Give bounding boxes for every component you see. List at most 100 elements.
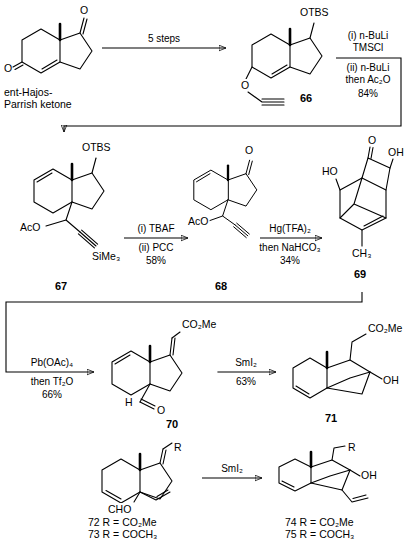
compound-structure: OHOOHCH₃69 [322,132,405,292]
compound-structure: CO₂MeH O70 [94,312,217,432]
reagent-label: 5 steps [104,33,224,45]
bond-line [140,399,155,409]
compound-structure: OTBSAcOSiMe₃67 [4,132,124,300]
bond-line [34,164,104,213]
bond-line [223,216,236,225]
reaction-arrow [124,237,188,238]
compound-number: 66 [300,92,312,104]
atom-label: SiMe₃ [92,250,120,262]
atom-label: R [174,441,182,453]
atom-label: 74 R = CO₂Me [285,516,354,528]
bond-line [22,24,92,73]
bond-line [311,460,350,490]
bond-line [311,470,350,483]
bond-line [368,147,373,159]
bond-line [106,491,121,500]
atom-label: CHO [108,503,131,515]
bond-line [272,65,287,74]
reaction-arrow [102,47,226,48]
condition-label: then NaHCO₃ [258,242,322,254]
atom-label: O [368,134,376,146]
atom-label: AcO [188,215,208,227]
condition-label: (ii) PCC [126,242,186,254]
atom-label: CO₂Me [368,322,402,334]
atom-label: OH [361,469,377,481]
bond-line [170,338,175,355]
atom-label: O [80,4,88,16]
bond-line [326,352,329,368]
bond-line [160,449,166,464]
compound-74-structure [279,446,368,502]
bond-line [279,459,311,491]
atom-label: O [241,79,249,91]
compound-number: 70 [166,418,178,430]
condition-label: 34% [258,255,322,267]
compound-number: 68 [215,280,227,292]
compound-structure: O Oent-Hajos- Parrish ketone [2,2,102,120]
bond-line [332,446,345,460]
bond-line [197,174,211,182]
bond-line [390,159,393,168]
reaction-arrow [6,292,362,372]
condition-label: (ii) n-BuLi then Ac₂O [338,62,398,86]
bond-line [282,481,294,487]
bond-line [364,216,383,226]
atom-label: HO [322,165,338,177]
condition-label: then Tf₂O [12,376,92,388]
compound-structure: ROH74 R = CO₂Me75 R = COCH₃ [262,440,402,541]
bond-line [115,355,130,364]
condition-label: 84% [338,88,398,100]
condition-label: 63% [218,376,274,388]
bond-line [246,67,252,79]
reagent-label: SmI₂ [204,463,260,475]
bond-line [340,178,386,230]
compound-70-structure [112,332,182,409]
reaction-arrow [217,371,276,372]
atom-label: R [348,441,356,453]
atom-label: 73 R = COCH₃ [88,528,157,540]
hajos-parrish-structure [13,18,92,73]
bond-line [140,490,170,500]
bond-line [350,334,366,360]
compound-66-structure [246,23,322,79]
bond-line [234,223,250,237]
bond-line [78,230,97,248]
bond-line [342,490,368,502]
bond-line [248,92,284,105]
atom-label: O [157,404,165,416]
bond-line [134,492,140,502]
compound-number: 71 [325,412,337,424]
bond-line [252,29,322,78]
condition-label: 66% [12,389,92,401]
reagent-label: SmI₂ [218,357,274,369]
bond-line [296,386,309,394]
condition-label: 58% [126,255,186,267]
bond-line [293,358,327,398]
bond-line [13,62,23,70]
atom-label: O [4,62,12,74]
atom-label: H [125,396,133,408]
atom-label: AcO [20,221,40,233]
bond-line [336,179,340,190]
bond-line [370,372,382,379]
atom-label: OTBS [300,6,329,18]
reaction-arrow [64,58,401,132]
reagent-label: (i) n-BuLi TMSCl [338,30,398,54]
bond-line [246,160,252,174]
bond-line [172,332,180,338]
reagent-label: (i) TBAF [126,223,186,235]
atom-label: 72 R = CO₂Me [88,516,157,528]
reaction-arrow [260,237,322,238]
compound-structure: OTBS O 66 [226,2,336,120]
compound-number: 67 [55,280,67,292]
reagent-label: Pb(OAc)₄ [12,357,92,369]
compound-structure: R CHO72 R = CO₂Me73 R = COCH₃ [62,440,202,541]
compound-69-structure [336,147,393,246]
bond-line [112,346,182,395]
bond-line [310,452,313,467]
compound-name: ent-Hajos- Parrish ketone [4,86,82,110]
atom-label: CO₂Me [182,318,216,330]
bond-line [66,220,80,232]
reagent-label: Hg(TFA)₂ [258,223,322,235]
atom-label: OH [383,374,399,386]
